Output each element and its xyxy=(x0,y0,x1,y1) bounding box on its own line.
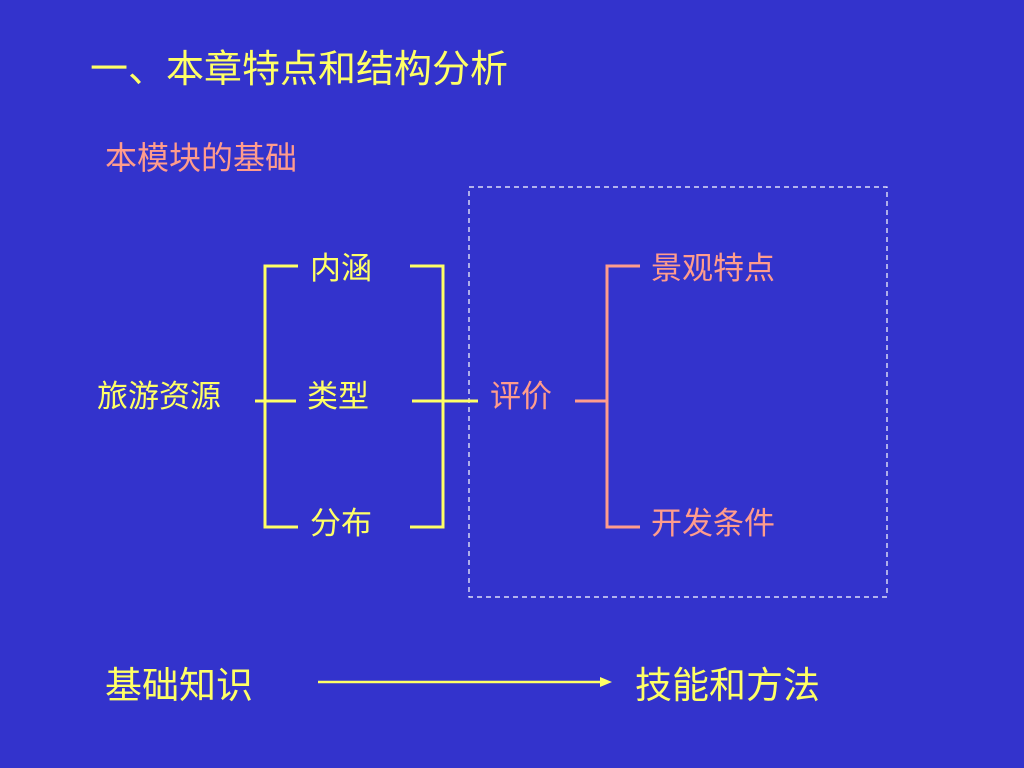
node-distribution: 分布 xyxy=(310,506,372,542)
skills-methods-label: 技能和方法 xyxy=(635,664,820,707)
node-connotation: 内涵 xyxy=(310,251,372,287)
node-landscape-features: 景观特点 xyxy=(651,251,775,287)
aspects-bracket xyxy=(410,264,478,529)
node-tourism-resources: 旅游资源 xyxy=(97,379,221,415)
basic-knowledge-label: 基础知识 xyxy=(105,664,253,707)
outcomes-bracket xyxy=(575,264,640,529)
node-development-conditions: 开发条件 xyxy=(651,506,775,542)
section-subtitle: 本模块的基础 xyxy=(105,139,298,177)
node-type: 类型 xyxy=(307,379,369,415)
evaluation-dashed-box xyxy=(468,186,888,598)
node-evaluation: 评价 xyxy=(490,379,552,415)
root-bracket xyxy=(255,264,298,529)
knowledge-to-skills-arrow xyxy=(318,677,612,687)
page-title: 一、本章特点和结构分析 xyxy=(90,47,509,91)
